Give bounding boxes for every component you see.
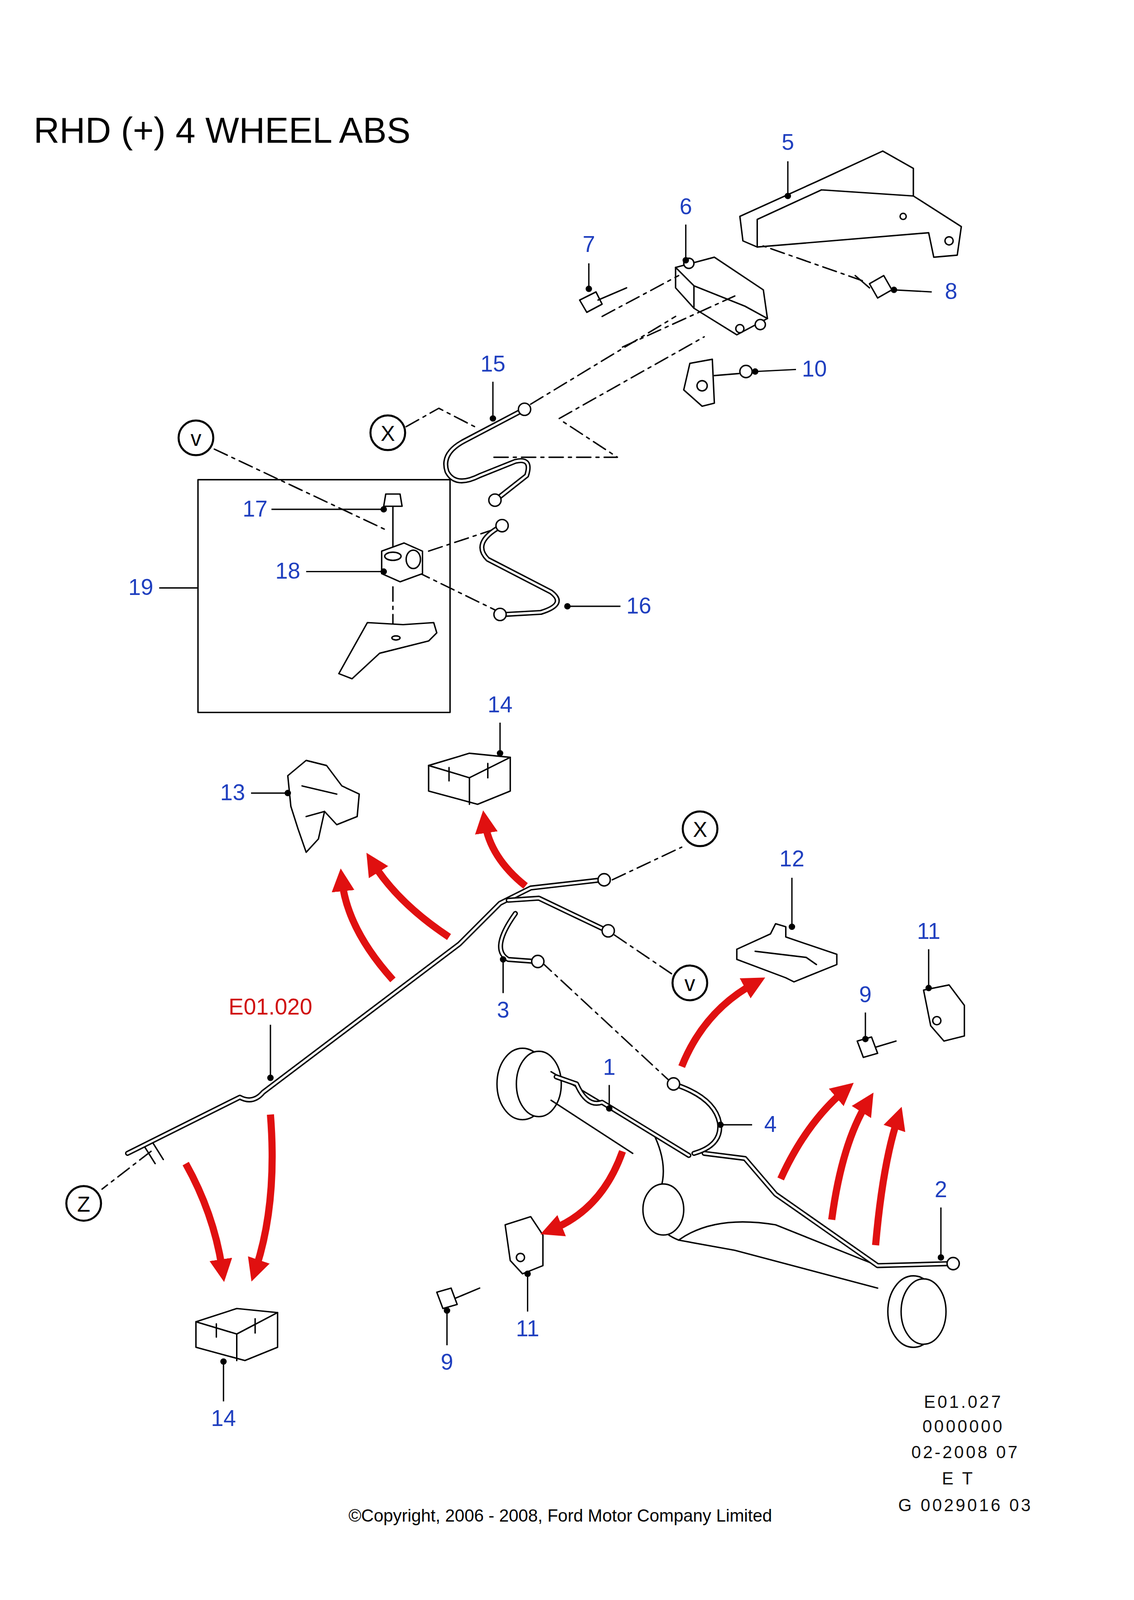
- callout-number: 17: [240, 497, 270, 522]
- callout-number: 10: [799, 357, 829, 382]
- reference-letter: Z: [77, 1192, 91, 1214]
- callout-number: 6: [677, 194, 695, 220]
- drawing-code: 0000000: [920, 1417, 1007, 1437]
- drawing-code: 02-2008 07: [909, 1442, 1022, 1463]
- diagram-title: RHD (+) 4 WHEEL ABS: [33, 110, 411, 151]
- drawing-code: E T: [939, 1468, 977, 1489]
- callout-number: 16: [624, 593, 654, 619]
- reference-letter: X: [380, 421, 396, 444]
- callout-number: 8: [942, 279, 960, 305]
- reference-circle: X: [681, 810, 719, 847]
- callout-number: 11: [915, 919, 943, 945]
- reference-circle: Z: [65, 1184, 102, 1222]
- drawing-code: E01.027: [921, 1392, 1005, 1413]
- callout-number: 7: [580, 232, 598, 258]
- drawing-code: G 0029016 03: [896, 1495, 1035, 1516]
- reference-circle: X: [369, 414, 406, 452]
- callout-number: 9: [438, 1350, 456, 1375]
- callout-number: 13: [217, 780, 247, 806]
- reference-circle: v: [671, 964, 709, 1002]
- callout-number: 18: [273, 559, 303, 584]
- callout-number: 12: [777, 847, 807, 872]
- callout-number: 11: [513, 1316, 541, 1342]
- callout-number: 19: [126, 575, 156, 600]
- callout-number: 5: [779, 130, 797, 155]
- reference-circle: v: [177, 419, 215, 457]
- copyright-caption: ©Copyright, 2006 - 2008, Ford Motor Comp…: [348, 1506, 773, 1527]
- reference-letter: v: [684, 972, 696, 994]
- callout-number: 14: [208, 1406, 238, 1431]
- group-reference: E01.020: [226, 994, 315, 1020]
- reference-letter: v: [190, 427, 202, 449]
- callout-number: 15: [478, 352, 508, 377]
- callout-number: 2: [932, 1177, 950, 1202]
- reference-letter: X: [692, 817, 708, 840]
- callout-number: 9: [857, 982, 874, 1008]
- callout-number: 4: [762, 1112, 779, 1137]
- callout-number: 3: [494, 998, 512, 1023]
- callout-number: 14: [485, 692, 515, 718]
- callout-number: 1: [600, 1055, 618, 1080]
